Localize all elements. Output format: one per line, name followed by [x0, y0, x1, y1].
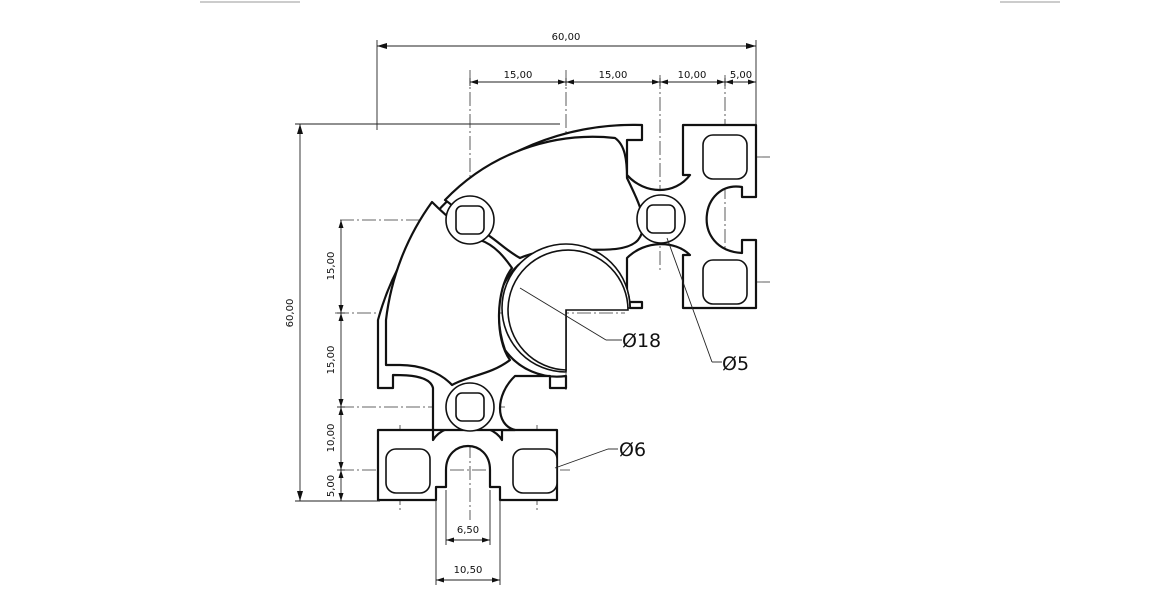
small-holes — [385, 134, 748, 494]
dim-left-10: 10,00 — [326, 424, 337, 453]
hole-top-right — [702, 134, 748, 180]
left-cavity — [384, 200, 514, 387]
callout-bore-diameter: Ø18 — [622, 330, 661, 352]
dim-overall-height: 60,00 — [285, 299, 296, 328]
callout-leaders — [519, 237, 722, 469]
hole-bottom-right — [512, 448, 558, 494]
dim-left-5: 5,00 — [326, 475, 337, 497]
dimension-lines — [295, 40, 757, 585]
central-bore-inner — [507, 249, 629, 371]
dim-left-15a: 15,00 — [326, 252, 337, 281]
callout-center-hole-diameter: Ø5 — [722, 353, 749, 375]
dim-top-15a: 15,00 — [504, 70, 533, 81]
hole-bottom-left — [385, 448, 431, 494]
hole-right-lower — [702, 259, 748, 305]
dim-top-5: 5,00 — [730, 70, 752, 81]
callout-corner-hole-diameter: Ø6 — [619, 439, 646, 461]
hole-center-right — [636, 194, 686, 244]
dim-overall-width: 60,00 — [552, 32, 581, 43]
dim-left-15b: 15,00 — [326, 346, 337, 375]
hole-upper-left — [445, 195, 495, 245]
dim-top-10: 10,00 — [678, 70, 707, 81]
dim-slot-outer: 10,50 — [454, 565, 483, 576]
hole-lower-left — [445, 382, 495, 432]
dim-slot-inner: 6,50 — [457, 525, 479, 536]
dim-top-15b: 15,00 — [599, 70, 628, 81]
